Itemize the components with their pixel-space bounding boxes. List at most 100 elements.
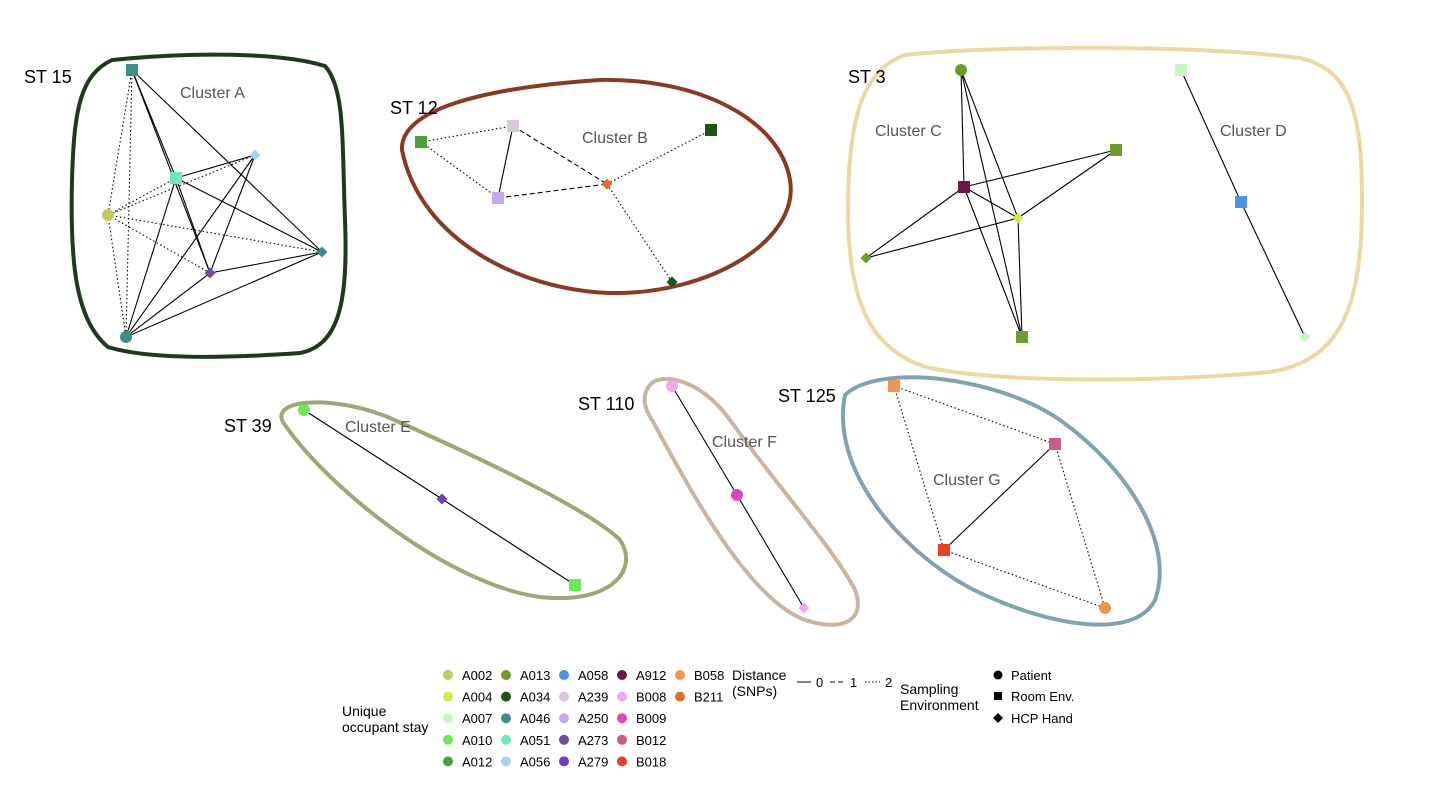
- hull-cluster-b: [399, 77, 793, 296]
- hull-cluster-f: [642, 376, 860, 627]
- edge-cluster-c-c4-c5: [865, 217, 1019, 259]
- edge-cluster-a-n1-n5: [131, 69, 323, 253]
- node-a273-n6: A273 — HCP Hand: [204, 267, 216, 279]
- edge-cluster-f-f1-f2: [671, 385, 738, 496]
- edge-cluster-d-d1-d2: [1180, 69, 1242, 203]
- legend-label-a034: A034: [520, 690, 550, 705]
- legend-label-b012: B012: [636, 733, 666, 748]
- legend-env-title-line2: Environment: [900, 697, 979, 713]
- node-b058-g1: B058 — Room Env.: [888, 380, 900, 392]
- legend-swatch-b012: [617, 734, 627, 745]
- legend-label-a250: A250: [578, 711, 608, 726]
- st-label-cluster-a: ST 15: [24, 67, 72, 87]
- legend-env-hcp-hand: HCP Hand: [1011, 711, 1073, 726]
- legend-label-b008: B008: [636, 690, 666, 705]
- node-a012-b1: A012 — Room Env.: [415, 136, 427, 148]
- legend-swatch-b008: [617, 691, 627, 702]
- legend-label-a058: A058: [578, 668, 608, 683]
- hull-cluster-a: [69, 52, 348, 359]
- st-label-cluster-c: ST 3: [848, 67, 886, 87]
- edge-cluster-a-n5-n6: [209, 251, 323, 274]
- node-a004-c4: A004 — HCP Hand: [1012, 212, 1024, 224]
- legend-label-a051: A051: [520, 733, 550, 748]
- node-a046-n5: A046 — HCP Hand: [316, 246, 328, 258]
- legend-swatch-a007: [443, 713, 453, 724]
- nodes-layer: A046 — Room Env. A056 — HCP HandA051 — Ro…: [102, 64, 1311, 614]
- cluster-a-label: Cluster A: [180, 85, 245, 102]
- edge-cluster-a-n3-n6: [175, 177, 211, 274]
- legend-label-a012: A012: [462, 754, 492, 769]
- legend-env-title-line1: Sampling: [900, 681, 958, 697]
- node-b008-f1: B008 — Patient: [666, 380, 678, 392]
- legend-label-a013: A013: [520, 668, 550, 683]
- legend-label-b018: B018: [636, 754, 666, 769]
- edge-cluster-b-b3-b4: [497, 183, 608, 199]
- node-a007-d3: A007 — HCP Hand: [1299, 331, 1311, 343]
- edge-cluster-a-n2-n6: [209, 154, 256, 274]
- node-a912-c2: A912 — Room Env.: [958, 181, 970, 193]
- node-b009-f2: B009 — Patient: [731, 489, 743, 501]
- edge-cluster-a-n6-n7: [125, 272, 211, 338]
- node-a046-n1: A046 — Room Env.: [126, 64, 138, 76]
- legend-swatch-a046: [501, 713, 511, 724]
- cluster-e-label: Cluster E: [345, 419, 411, 436]
- node-a013-c3: A013 — Room Env.: [1110, 144, 1122, 156]
- node-a056-n2: A056 — HCP Hand: [249, 149, 261, 161]
- legend-label-a046: A046: [520, 711, 550, 726]
- edge-cluster-d-d2-d3: [1240, 201, 1306, 338]
- legend-env-room: Room Env.: [1011, 689, 1074, 704]
- edge-cluster-b-b4-b6: [606, 183, 673, 283]
- edge-cluster-a-n1-n7: [125, 69, 133, 338]
- legend-label-b211: B211: [694, 690, 723, 705]
- hull-cluster-g: [841, 375, 1162, 627]
- legend-swatch-a002: [443, 670, 453, 680]
- legend-swatch-b211: [675, 691, 685, 702]
- legend-swatch-a250: [559, 713, 569, 724]
- edge-cluster-c-c2-c4: [963, 186, 1019, 219]
- node-a051-n3: A051 — Room Env.: [170, 172, 182, 184]
- hcp-hand-diamond-icon: [993, 713, 1003, 723]
- edge-cluster-c-c1-c2: [960, 69, 965, 188]
- legend-label-a002: A002: [462, 668, 492, 683]
- edges-layer: [107, 69, 1306, 609]
- node-a250-b3: A250 — Room Env.: [492, 192, 504, 204]
- legend-swatch-a034: [501, 691, 511, 702]
- legend-swatch-a010: [443, 734, 453, 745]
- edge-cluster-b-b1-b3: [420, 141, 499, 199]
- legend-swatch-b058: [675, 670, 685, 680]
- edge-cluster-a-n4-n6: [107, 214, 211, 274]
- legend: Unique occupant stay A002A004A007A010A01…: [342, 667, 1074, 769]
- legend-swatch-a012: [443, 756, 453, 767]
- edge-cluster-g-g2-g3: [943, 443, 1056, 551]
- node-b008-f3: B008 — HCP Hand: [798, 602, 810, 614]
- edge-cluster-e-e2-e3: [441, 498, 576, 586]
- legend-swatch-a239: [559, 691, 569, 702]
- legend-stay-title-line2: occupant stay: [342, 719, 428, 735]
- edge-cluster-f-f2-f3: [736, 494, 805, 609]
- edge-cluster-a-n1-n6: [131, 69, 211, 274]
- edge-cluster-a-n5-n7: [125, 251, 323, 338]
- edge-cluster-a-n3-n7: [125, 177, 177, 338]
- legend-distance: Distance (SNPs) 0 1 2: [732, 667, 892, 699]
- legend-label-a007: A007: [462, 711, 492, 726]
- legend-swatch-b018: [617, 756, 627, 767]
- hull-cluster-e: [279, 400, 628, 601]
- legend-label-a279: A279: [578, 754, 608, 769]
- edge-cluster-c-c1-c6: [960, 69, 1023, 338]
- legend-swatch-a051: [501, 734, 511, 745]
- edge-cluster-a-n3-n4: [107, 177, 177, 216]
- edge-cluster-b-b2-b4: [512, 125, 608, 185]
- legend-stay-items: A002A004A007A010A012A013A034A046A051A056…: [443, 668, 724, 769]
- distance-0-label: 0: [816, 675, 823, 690]
- legend-env-patient: Patient: [1011, 668, 1052, 683]
- legend-swatch-a058: [559, 670, 569, 680]
- patient-circle-icon: [993, 670, 1003, 680]
- edge-cluster-a-n2-n3: [175, 154, 256, 179]
- edge-cluster-g-g3-g4: [943, 549, 1106, 609]
- node-a007-d1: A007 — Room Env.: [1175, 64, 1187, 76]
- edge-cluster-a-n2-n7: [125, 154, 256, 338]
- legend-swatch-a004: [443, 691, 453, 702]
- node-b018-g3: B018 — Room Env.: [938, 544, 950, 556]
- node-a013-c1: A013 — Patient: [955, 64, 967, 76]
